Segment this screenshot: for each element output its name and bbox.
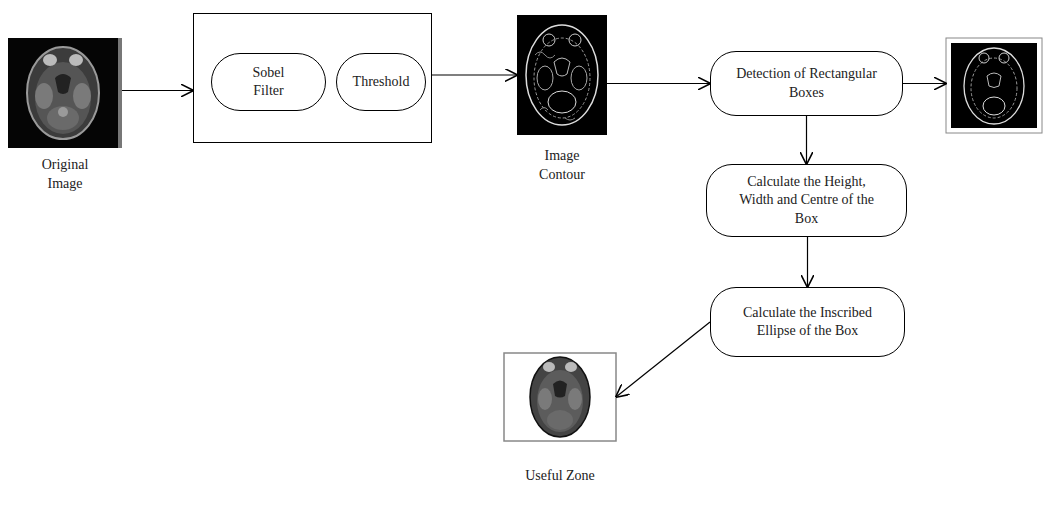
output-image: Useful Zone	[504, 353, 616, 441]
node-label: Calculate the Height, Width and Centre o…	[732, 173, 882, 228]
source-image: Original Image	[8, 38, 122, 148]
process-box: Calculate the Height, Width and Centre o…	[706, 164, 907, 237]
image-caption: Useful Zone	[524, 467, 596, 486]
contour-image: Image Contour	[517, 15, 607, 135]
contour-image	[517, 15, 607, 135]
useful-zone-image	[504, 353, 616, 441]
flow-arrow	[122, 90, 193, 91]
process-box: Calculate the Inscribed Ellipse of the B…	[710, 287, 905, 357]
flow-arrow	[432, 74, 517, 75]
flow-arrow	[607, 83, 710, 84]
boxes-image	[946, 38, 1042, 133]
filter-step: Threshold	[336, 53, 426, 111]
node-label: Calculate the Inscribed Ellipse of the B…	[738, 304, 878, 340]
flow-arrow	[616, 322, 710, 397]
result-image	[946, 38, 1042, 133]
flow-arrow	[807, 237, 808, 287]
filter-step: Sobel Filter	[211, 53, 326, 111]
node-label: Detection of Rectangular Boxes	[732, 65, 882, 101]
node-label: Threshold	[353, 73, 410, 91]
image-caption: Image Contour	[526, 147, 598, 185]
flow-arrow	[806, 116, 807, 164]
filter-group: Sobel Filter Threshold	[193, 13, 432, 143]
flow-arrow	[903, 83, 946, 84]
original-mri	[8, 38, 122, 148]
process-box: Detection of Rectangular Boxes	[710, 51, 903, 116]
node-label: Sobel Filter	[244, 64, 294, 100]
image-caption: Original Image	[29, 156, 101, 194]
